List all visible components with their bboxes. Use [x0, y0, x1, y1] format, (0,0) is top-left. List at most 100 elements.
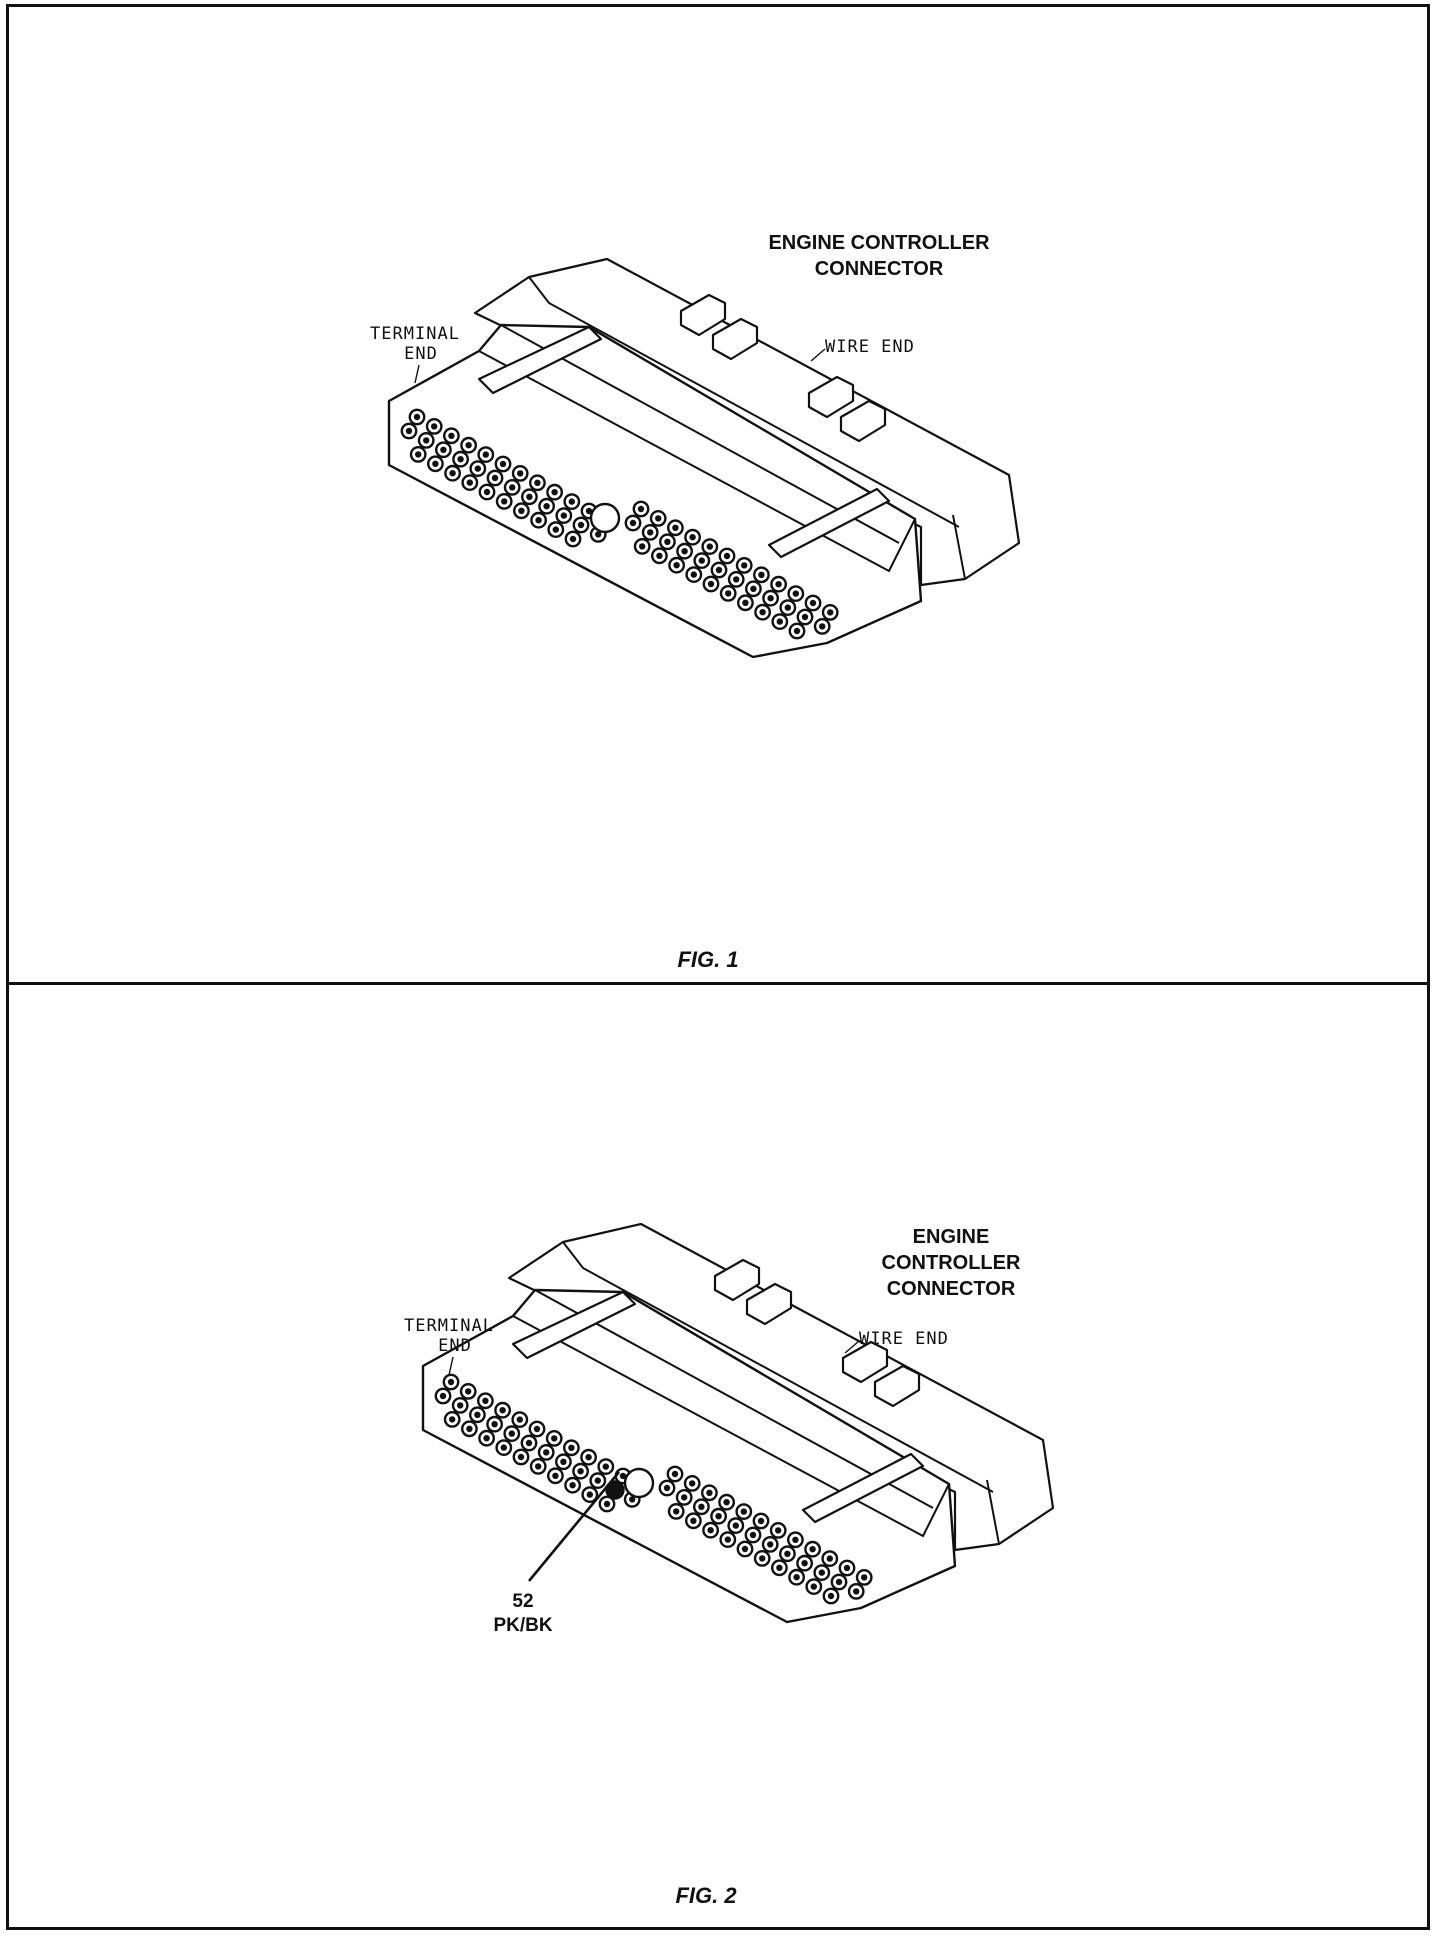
figure-2-wire-end-label: WIRE END: [859, 1329, 949, 1349]
pin-52-cavity: [605, 1480, 625, 1500]
pin-terminal: [724, 1536, 731, 1543]
terminal-end-face: [421, 1288, 957, 1624]
pin-terminal: [827, 1592, 835, 1600]
pin-terminal: [466, 1425, 473, 1432]
pin-terminal: [689, 534, 696, 541]
pin-terminal: [585, 507, 593, 515]
figure-1-wire-end-label: WIRE END: [825, 337, 915, 357]
pin-terminal: [827, 609, 834, 616]
connector-fig1: [387, 257, 1021, 659]
figure-2-terminal-end-line-1: TERMINAL: [404, 1316, 494, 1336]
terminal-end-face: [387, 323, 923, 659]
pin-terminal: [552, 1472, 559, 1479]
pin-terminal: [568, 498, 575, 505]
svg-text:TERMINAL: TERMINAL: [370, 324, 460, 344]
pin-terminal: [431, 423, 438, 430]
pin-terminal: [664, 538, 671, 545]
pin-terminal: [801, 613, 809, 621]
pin-terminal: [723, 1499, 730, 1506]
pin-terminal: [594, 1477, 601, 1484]
pin-terminal: [690, 571, 697, 578]
pin-terminal: [448, 432, 455, 439]
pin-52-wire-color-label: PK/BK: [493, 1615, 552, 1636]
pin-terminal: [551, 1435, 558, 1442]
pin-terminal: [457, 456, 464, 463]
pin-terminal: [619, 1472, 627, 1480]
pin-terminal: [819, 623, 826, 630]
terminal-end-leader-fig1: [414, 364, 420, 384]
pin-terminal: [759, 1555, 766, 1562]
figure-1-terminal-end-line-1: TERMINAL: [370, 324, 460, 344]
pin-terminal: [818, 1569, 825, 1576]
pin-terminal: [508, 1430, 515, 1437]
pin-terminal: [681, 1494, 688, 1501]
pin-terminal: [585, 1454, 592, 1461]
pin-terminal: [707, 580, 715, 588]
pin-terminal: [517, 1453, 525, 1461]
svg-text:CONNECTOR: CONNECTOR: [887, 1278, 1016, 1300]
pin-terminal: [602, 1463, 609, 1470]
terminal-end-leader-fig2: [448, 1356, 454, 1376]
svg-text:END: END: [438, 1336, 472, 1356]
pin-terminal: [810, 1583, 817, 1590]
pin-terminal: [569, 1482, 576, 1489]
figure-2-panel: 52 PK/BK ENGINE CONTROLLER CONNECTOR TER…: [9, 985, 1427, 1927]
latch-tab-2: [841, 1340, 921, 1408]
pin-terminal: [767, 1541, 774, 1548]
pin-52-number-label: 52: [512, 1591, 533, 1612]
key-hole: [623, 1467, 655, 1499]
pin-terminal: [423, 437, 430, 444]
figure-1-title-line-2: CONNECTOR: [815, 258, 944, 280]
pin-terminal: [784, 1550, 791, 1557]
pin-terminal: [689, 1480, 696, 1487]
pin-terminal: [629, 519, 637, 527]
connector-drawing-fig1: ENGINE CONTROLLER CONNECTOR TERMINAL END…: [370, 232, 1021, 659]
wire-end-leader-fig1: [810, 348, 826, 362]
pin-terminal: [733, 576, 740, 583]
pin-terminal: [698, 557, 705, 564]
pin-terminal: [534, 479, 541, 486]
pin-terminal: [801, 1560, 808, 1567]
pin-terminal: [483, 488, 491, 496]
pin-terminal: [715, 1513, 722, 1520]
latch-tab-1: [679, 293, 759, 361]
pin-terminal: [577, 521, 585, 529]
svg-text:PK/BK: PK/BK: [493, 1615, 552, 1636]
pin-terminal: [793, 627, 801, 635]
pin-terminal: [732, 1522, 739, 1529]
pin-terminal: [439, 1392, 447, 1400]
pin-terminal: [447, 1378, 455, 1386]
pin-terminal: [792, 1536, 799, 1543]
pin-terminal: [655, 515, 662, 522]
pin-terminal: [501, 498, 508, 505]
pin-terminal: [784, 604, 791, 611]
pin-terminal: [742, 599, 749, 606]
pin-terminal: [776, 1564, 783, 1571]
pin-terminal: [707, 1527, 714, 1534]
pin-terminal: [681, 548, 688, 555]
pin-terminal: [491, 1421, 498, 1428]
key-hole: [589, 502, 621, 534]
figure-1-title-line-1: ENGINE CONTROLLER: [768, 232, 990, 254]
pin-terminal: [415, 451, 422, 458]
pin-terminal: [637, 505, 645, 513]
pin-terminal: [482, 451, 489, 458]
pin-terminal: [543, 1449, 550, 1456]
pin-terminal: [560, 512, 567, 519]
figure-1-caption: FIG. 1: [677, 947, 739, 972]
pin-terminal: [673, 562, 680, 569]
pin-terminal: [656, 552, 663, 559]
drawing-sheet: ENGINE CONTROLLER CONNECTOR TERMINAL END…: [6, 4, 1430, 1930]
pin-terminal: [809, 1546, 816, 1553]
svg-text:CONTROLLER: CONTROLLER: [882, 1252, 1021, 1274]
latch-tab-2: [807, 375, 887, 443]
pin-terminal: [518, 507, 525, 514]
pin-terminal: [793, 1574, 800, 1581]
pin-terminal: [465, 1388, 472, 1395]
pin-terminal: [552, 526, 559, 533]
pin-terminal: [759, 609, 766, 616]
figure-2-title-line-1: ENGINE: [913, 1226, 990, 1248]
pin-bank-fig2: [434, 1373, 873, 1605]
pin-terminal: [750, 585, 757, 592]
pin-terminal: [776, 618, 783, 625]
